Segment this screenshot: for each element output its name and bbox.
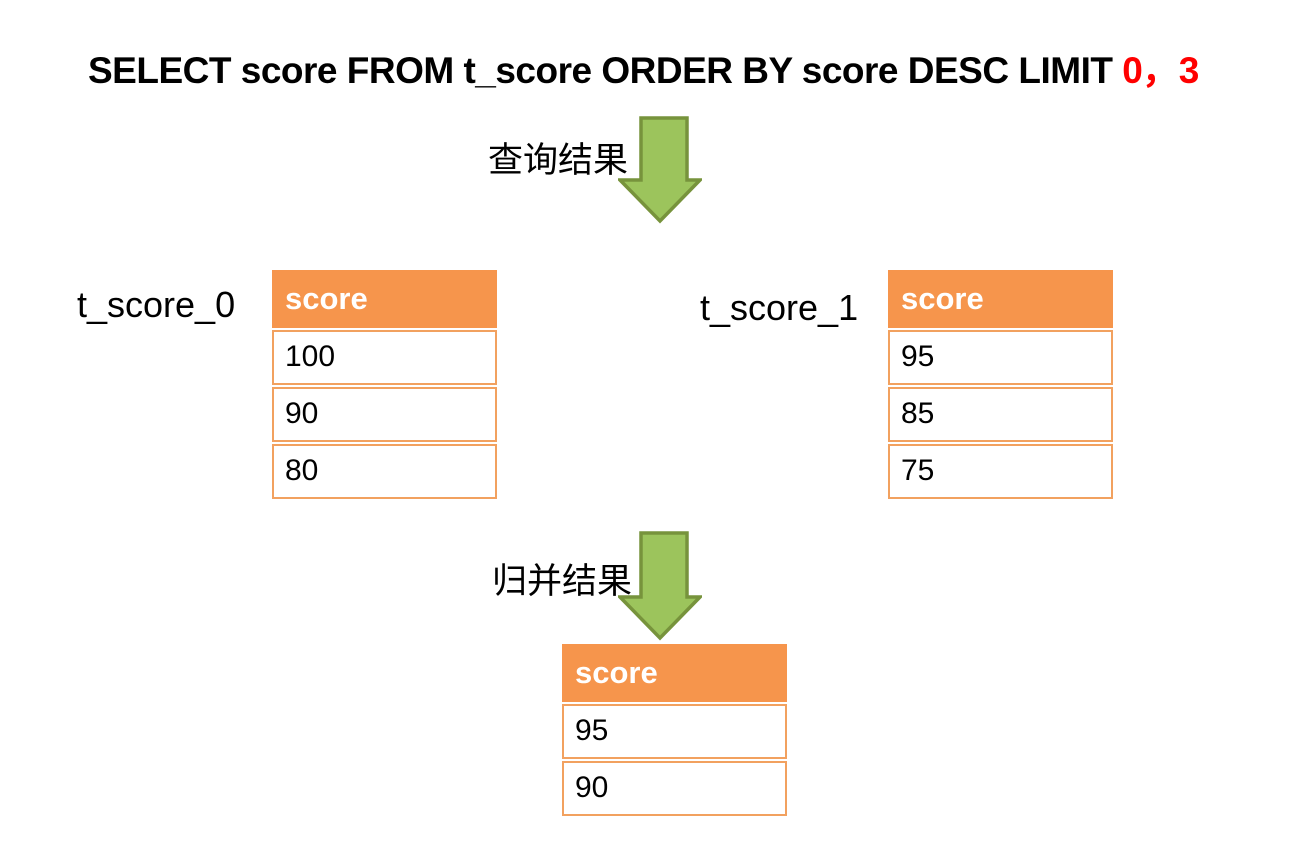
table-row: 100 bbox=[272, 330, 497, 385]
sql-statement-text: SELECT score FROM t_score ORDER BY score… bbox=[88, 50, 1123, 91]
table-name-t-score-1: t_score_1 bbox=[700, 287, 859, 328]
sql-statement: SELECT score FROM t_score ORDER BY score… bbox=[88, 40, 1298, 94]
table-row: 95 bbox=[888, 330, 1113, 385]
table-header: score bbox=[888, 270, 1113, 328]
table-header: score bbox=[272, 270, 497, 328]
table-row: 75 bbox=[888, 444, 1113, 499]
merge-result-label: 归并结果 bbox=[491, 562, 632, 601]
sql-limit-highlight: 0，3 bbox=[1122, 50, 1199, 91]
table-merged-result: score 95 90 bbox=[562, 644, 787, 816]
down-arrow-shape bbox=[618, 531, 702, 641]
down-arrow-icon bbox=[618, 116, 702, 224]
table-t-score-0: score 100 90 80 bbox=[272, 270, 497, 499]
table-row: 90 bbox=[562, 761, 787, 816]
table-t-score-1: score 95 85 75 bbox=[888, 270, 1113, 499]
down-arrow-shape bbox=[618, 116, 702, 224]
table-name-t-score-0: t_score_0 bbox=[77, 284, 236, 325]
table-row: 80 bbox=[272, 444, 497, 499]
table-header: score bbox=[562, 644, 787, 702]
table-row: 85 bbox=[888, 387, 1113, 442]
table-row: 95 bbox=[562, 704, 787, 759]
query-result-label: 查询结果 bbox=[487, 141, 628, 180]
table-row: 90 bbox=[272, 387, 497, 442]
down-arrow-icon bbox=[618, 531, 702, 641]
